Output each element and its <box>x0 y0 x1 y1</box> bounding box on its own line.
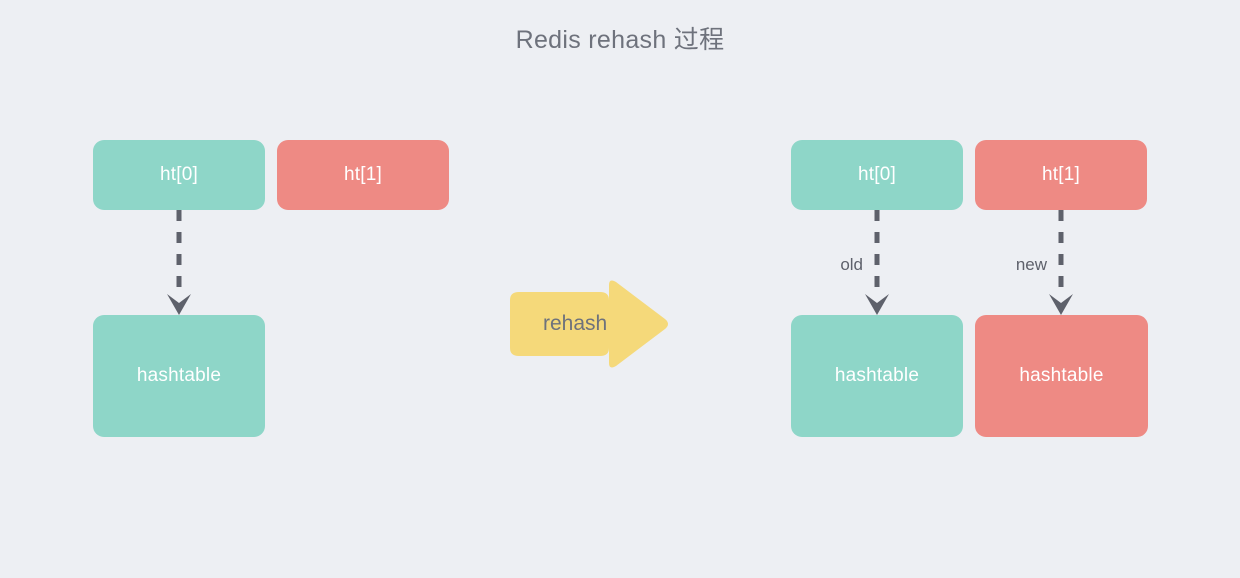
after-ht0-box: ht[0] <box>791 140 963 210</box>
before-hashtable-box: hashtable <box>93 315 265 437</box>
after-ht0-edge-label: old <box>840 255 863 274</box>
before-ht0-to-hashtable-arrow <box>167 210 191 315</box>
after-ht0-label: ht[0] <box>858 164 896 185</box>
after-ht0-to-hashtable-arrow <box>865 210 889 315</box>
after-hashtable-new-label: hashtable <box>1019 365 1104 386</box>
rehash-block-arrow-icon <box>510 280 668 368</box>
diagram-title: Redis rehash 过程 <box>515 26 725 54</box>
after-ht1-box: ht[1] <box>975 140 1147 210</box>
rehash-label: rehash <box>543 312 608 335</box>
before-ht1-box: ht[1] <box>277 140 449 210</box>
after-hashtable-old-label: hashtable <box>834 365 920 386</box>
after-ht1-edge-label: new <box>1015 255 1047 274</box>
after-ht1-label: ht[1] <box>1042 164 1080 185</box>
before-ht0-box: ht[0] <box>93 140 265 210</box>
before-hashtable-label: hashtable <box>136 365 222 386</box>
before-ht1-label: ht[1] <box>344 164 382 185</box>
after-hashtable-new-box: hashtable <box>975 315 1148 437</box>
after-hashtable-old-box: hashtable <box>791 315 963 437</box>
before-ht0-label: ht[0] <box>160 164 198 185</box>
after-ht1-to-hashtable-arrow <box>1049 210 1073 315</box>
